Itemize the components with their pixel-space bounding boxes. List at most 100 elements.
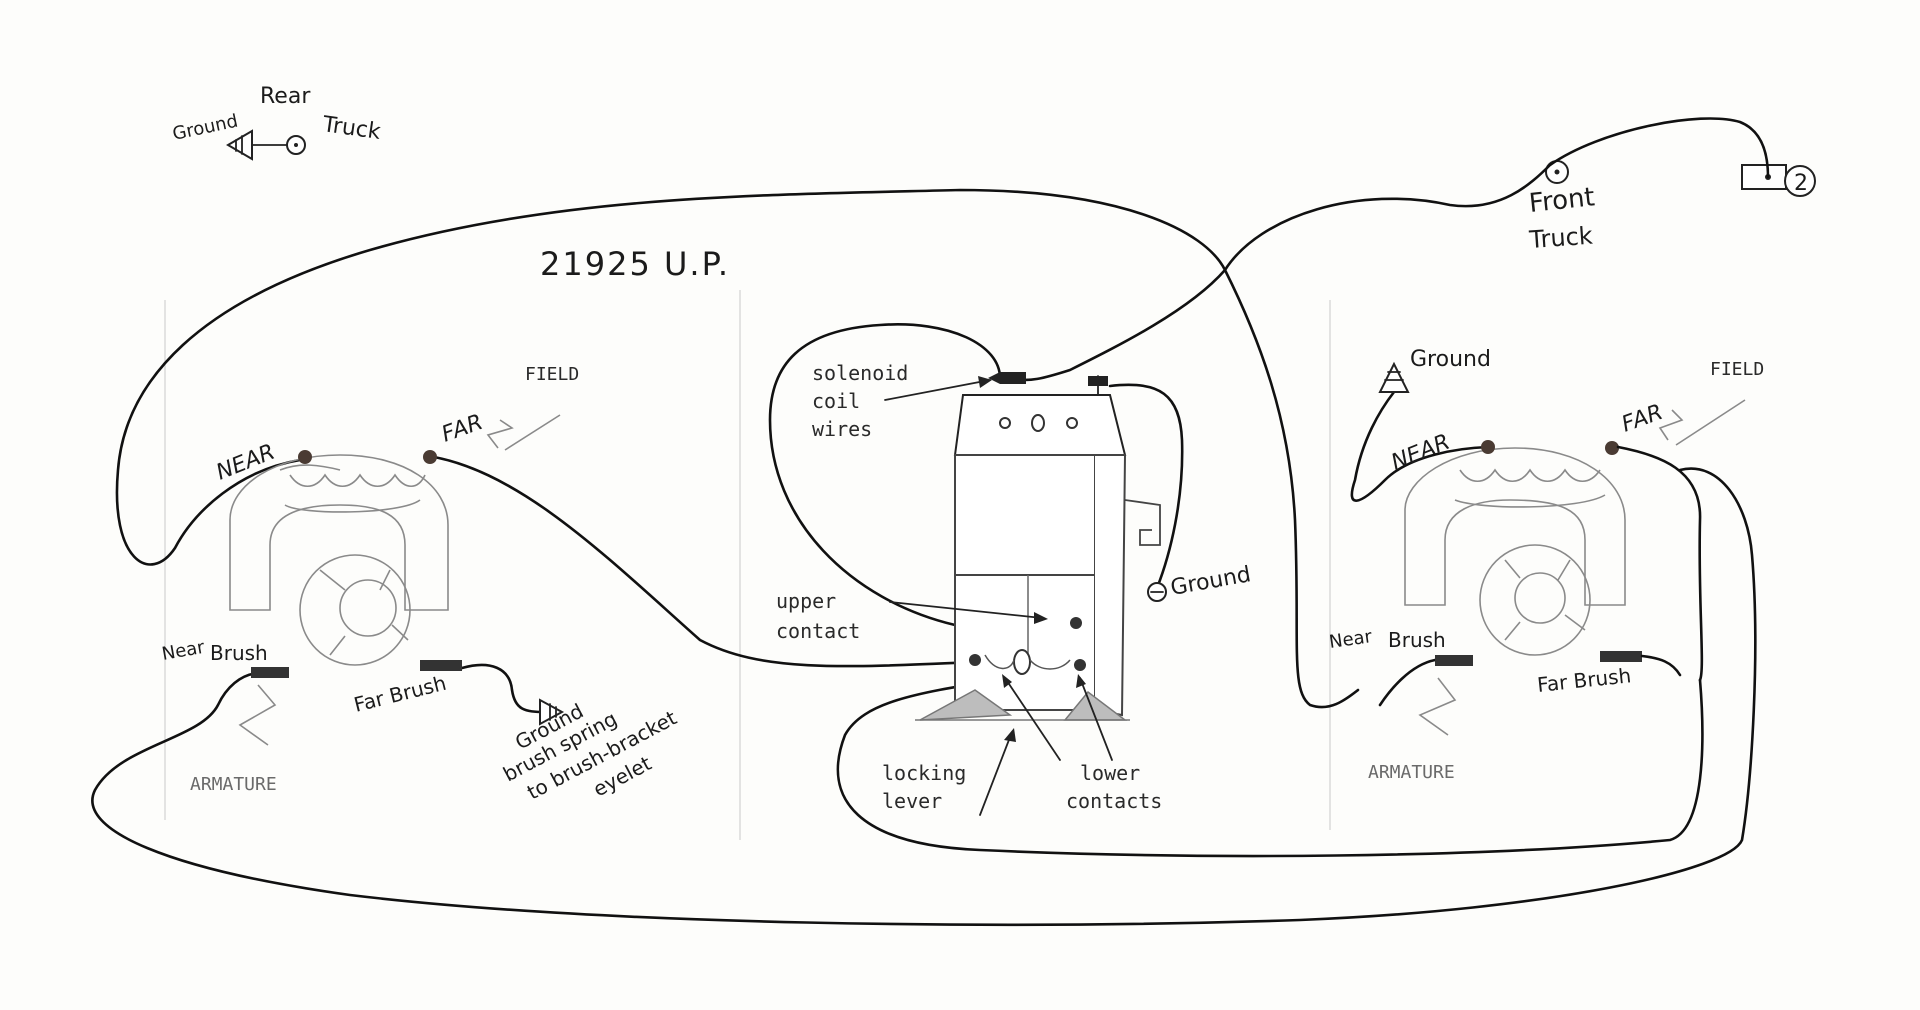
solenoid-label-3: wires — [812, 417, 872, 441]
right-near-brush-label-2: Brush — [1388, 628, 1446, 652]
right-armature-label: ARMATURE — [1368, 762, 1455, 783]
right-ground-symbol-icon — [1378, 361, 1410, 393]
left-ground-symbol-icon — [539, 698, 565, 726]
terminal-dot-icon — [294, 143, 298, 147]
upper-contact-label-2: contact — [776, 619, 860, 643]
right-near-terminal-icon — [1481, 440, 1495, 454]
right-field-coil — [1459, 468, 1601, 483]
plug-number: 2 — [1794, 171, 1808, 196]
right-armature-outer — [1479, 544, 1591, 656]
right-near-brush-label-1: Near — [1328, 626, 1374, 653]
right-far-label: FAR — [1619, 400, 1667, 438]
ground-symbol-icon — [226, 129, 289, 161]
lower-contacts-label-2: contacts — [1066, 789, 1162, 813]
unit-side — [1094, 454, 1127, 717]
upper-contact-icon — [1070, 617, 1082, 629]
locking-lever-label-1: locking — [882, 761, 966, 785]
solenoid-label-1: solenoid — [812, 361, 908, 385]
right-ground-label: Ground — [1410, 347, 1491, 372]
right-far-brush-wire — [1640, 654, 1682, 677]
unit-bracket — [1124, 499, 1161, 546]
right-field-label: FIELD — [1710, 359, 1764, 380]
lower-contact-left-icon — [969, 654, 981, 666]
lever-link — [984, 654, 1015, 670]
solenoid-label-2: coil — [812, 389, 860, 413]
locking-lever-label-2: lever — [882, 789, 942, 813]
unit-ground-wire — [1108, 383, 1184, 590]
front-truck-label-line2: Truck — [1527, 222, 1593, 254]
right-field-pointer — [1675, 399, 1746, 446]
left-far-brush-label: Far Brush — [351, 671, 448, 717]
solenoid-terminal-left-icon — [988, 372, 1026, 384]
front-truck: Front Truck 2 — [1527, 160, 1816, 254]
unit-base-left — [919, 689, 1013, 721]
crossing-down-wire — [1223, 268, 1360, 709]
right-field-arrow-icon — [1658, 409, 1684, 441]
unit-hole-icon — [1066, 417, 1078, 429]
right-armature-segments — [1504, 559, 1586, 641]
rear-truck-ground-label: Ground — [171, 111, 240, 145]
right-motor: Ground NEAR FAR FIELD Near Brush Far Bru… — [1328, 347, 1764, 783]
left-field-coil-base — [284, 499, 421, 513]
solenoid-pointer-arrow-icon — [884, 376, 992, 401]
left-far-brush-wire — [460, 663, 547, 714]
left-motor: NEAR FAR FIELD Near Brush Far Brush ARMA… — [160, 364, 680, 804]
left-field-coil-top — [279, 464, 341, 471]
right-armature-hub — [1514, 572, 1566, 624]
right-far-brush-label: Far Brush — [1536, 663, 1632, 697]
upper-contact-label-1: upper — [776, 589, 836, 613]
outer-top-wire — [115, 188, 1227, 566]
lower-contacts-pointer-arrow-icon — [1002, 674, 1113, 761]
right-far-brush-icon — [1600, 651, 1642, 662]
plug-connector-icon — [1741, 164, 1816, 197]
unit-hole-icon — [999, 417, 1011, 429]
lower-contact-right-icon — [1074, 659, 1086, 671]
right-near-field-wire — [1350, 390, 1490, 502]
unit-ground-label: Ground — [1169, 562, 1253, 601]
solenoid-terminal-right-icon — [1088, 375, 1108, 396]
right-far-terminal-icon — [1605, 441, 1619, 455]
left-armature-label: ARMATURE — [190, 774, 277, 795]
front-truck-label-line1: Front — [1528, 182, 1597, 219]
lever-link — [1029, 659, 1071, 670]
left-armature-outer — [299, 554, 411, 666]
right-near-brush-icon — [1435, 655, 1473, 666]
left-armature-arrow-icon — [238, 684, 277, 746]
left-near-terminal-icon — [298, 450, 312, 464]
right-field-coil-base — [1454, 494, 1606, 508]
left-far-brush-icon — [420, 660, 462, 671]
left-field-arrow-icon — [486, 419, 514, 449]
left-field-pointer — [504, 414, 561, 451]
left-far-terminal-icon — [423, 450, 437, 464]
right-near-label: NEAR — [1388, 430, 1454, 476]
left-armature-hub — [339, 579, 397, 637]
upper-contact-pointer-arrow-icon — [889, 601, 1048, 624]
terminal-dot-icon — [1554, 169, 1560, 175]
front-truck-wire — [1223, 117, 1770, 272]
rear-truck-label-line1: Rear — [260, 84, 311, 109]
rear-truck-label-line2: Truck — [320, 112, 382, 145]
lower-contacts-label-1: lower — [1080, 761, 1140, 785]
solenoid-coil-wire — [1008, 268, 1227, 382]
locking-lever-pointer-arrow-icon — [979, 728, 1016, 816]
left-armature-segments — [319, 569, 409, 656]
right-field-magnet — [1404, 447, 1626, 606]
left-near-brush-label-2: Brush — [210, 641, 268, 665]
left-field-magnet — [229, 454, 449, 611]
locking-lever-icon — [1013, 649, 1031, 675]
rear-truck: Ground Rear Truck — [171, 84, 382, 161]
diagram-title: 21925 U.P. — [540, 245, 730, 283]
left-near-brush-label-1: Near — [160, 637, 207, 665]
right-armature-arrow-icon — [1418, 677, 1457, 736]
unit-hole-icon — [1031, 414, 1045, 432]
lower-loop-wire — [91, 467, 1757, 926]
left-far-label: FAR — [439, 410, 487, 448]
right-far-field-wire — [1616, 445, 1704, 682]
left-field-coil — [289, 473, 426, 488]
right-brush-wire — [1378, 658, 1437, 707]
left-field-to-contact-wire — [426, 454, 977, 668]
contact-to-right-armature-wire — [836, 663, 1704, 858]
left-near-brush-icon — [251, 667, 289, 678]
